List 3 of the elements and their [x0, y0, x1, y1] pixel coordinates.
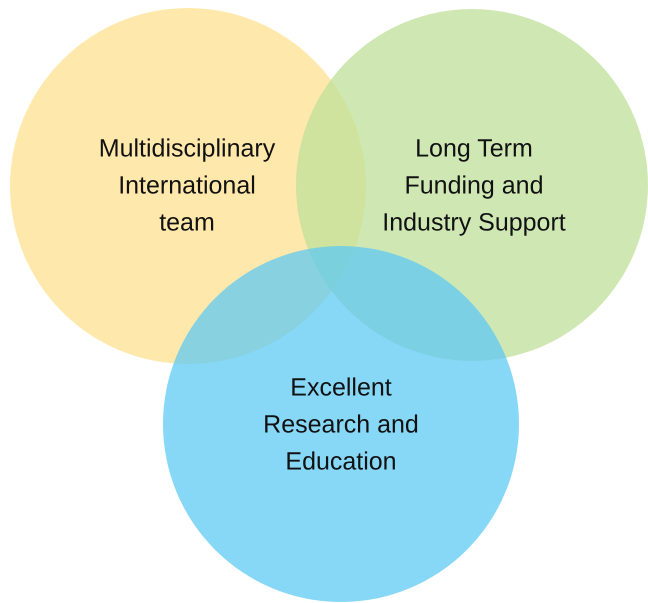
circle-label: Multidisciplinary International team [98, 134, 276, 238]
circle-label: Long Term Funding and Industry Support [381, 134, 567, 238]
circle-label: Excellent Research and Education [262, 372, 420, 478]
